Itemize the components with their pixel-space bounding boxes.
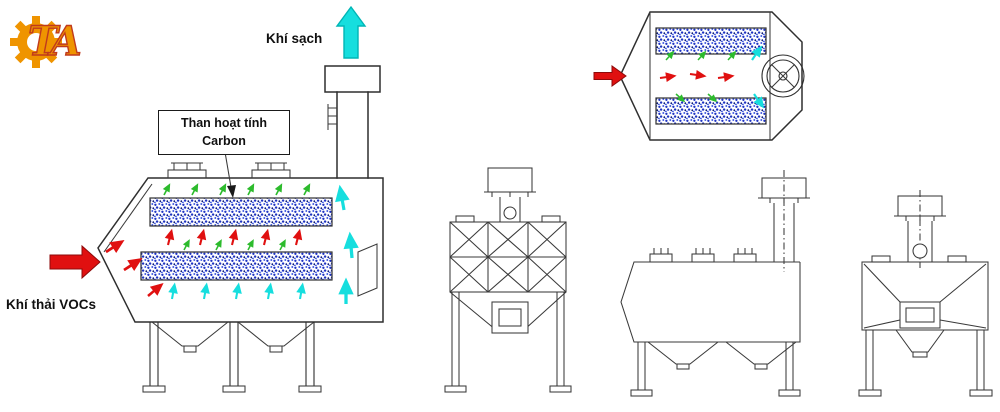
exhaust-stack: [324, 65, 381, 179]
logo-monogram: TA: [27, 17, 82, 65]
carbon-label-line2: Carbon: [202, 134, 246, 149]
access-door: [357, 243, 378, 297]
elevation-end-view: [858, 190, 993, 397]
main-hoppers-legs: [142, 321, 322, 393]
plan-view: [593, 11, 805, 141]
voc-inlet-label: Khí thải VOCs: [6, 297, 97, 312]
elevation-side-view: [620, 170, 810, 397]
plan-carbon-bed-lower: [655, 97, 767, 125]
gear-hub: [27, 33, 45, 51]
main-cross-section: [49, 5, 384, 393]
plan-carbon-bed-upper: [655, 27, 767, 55]
carbon-bed-lower: [140, 251, 333, 281]
roof-port-right: [251, 162, 291, 179]
fan-icon: [761, 54, 805, 98]
plan-inlet-arrow: [593, 65, 627, 87]
carbon-label-box: Than hoạt tính Carbon: [158, 110, 290, 156]
voc-inlet-arrow: [49, 244, 101, 280]
clean-air-outlet-arrow: [335, 5, 367, 59]
clean-air-label: Khí sạch: [266, 31, 323, 46]
carbon-label-leader: [224, 151, 236, 198]
company-logo: [10, 16, 62, 68]
elevation-front-view: [444, 167, 572, 393]
roof-port-left: [167, 162, 207, 179]
carbon-bed-upper: [149, 197, 333, 227]
carbon-label-line1: Than hoạt tính: [180, 116, 268, 130]
